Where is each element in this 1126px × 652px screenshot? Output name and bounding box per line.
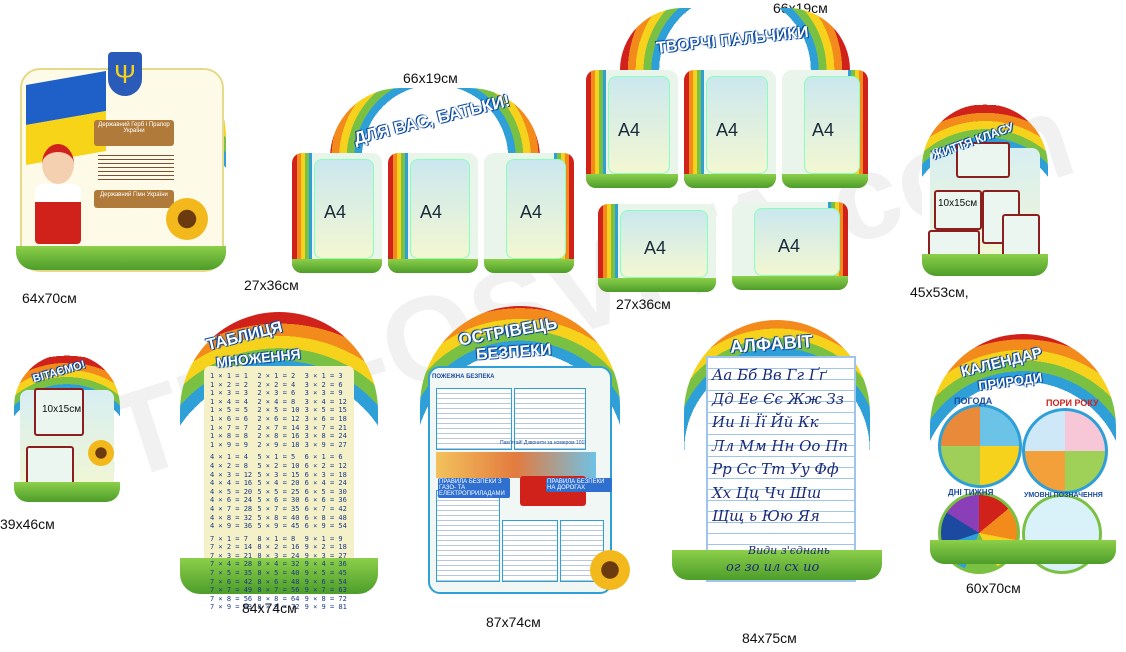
alphabet-row: Хх Цц Чч Шш	[712, 483, 822, 502]
fingers-pocket-3	[782, 70, 868, 188]
alphabet-row: Аа Бб Вв Гг Ґґ	[712, 366, 827, 384]
alphabet-letters: Аа Бб Вв Гг Ґґ Дд Ее Єє Жж Зз Ии Іі Її Й…	[712, 364, 852, 529]
class-life-stand	[922, 104, 1048, 276]
fingers-pocket-1	[586, 70, 678, 188]
mult-block: 8 × 1 = 8 8 × 2 = 16 8 × 3 = 24 8 × 4 = …	[257, 534, 300, 612]
safety-fire-heading: ПОЖЕЖНА БЕЗПЕКА	[432, 374, 495, 380]
safety-phone-note: Пам'ятай! Дзвонити за номером 101!	[500, 440, 586, 446]
coat-of-arms-stand: Ψ Державний Герб і Прапор України Держав…	[16, 48, 226, 276]
mult-block: 4 × 1 = 4 4 × 2 = 8 4 × 3 = 12 4 × 4 = 1…	[210, 453, 253, 531]
multiplication-stand	[180, 312, 378, 594]
mult-block: 5 × 1 = 5 5 × 2 = 10 5 × 3 = 15 5 × 4 = …	[257, 453, 300, 531]
alphabet-joins: ог зо ил сх ио	[726, 560, 820, 575]
mult-block: 2 × 1 = 2 2 × 2 = 4 2 × 3 = 6 2 × 4 = 8 …	[257, 372, 300, 449]
alphabet-row: Дд Ее Єє Жж Зз	[712, 389, 844, 408]
calendar-week-label: ДНІ ТИЖНЯ	[948, 488, 994, 497]
mult-block: 6 × 1 = 6 6 × 2 = 12 6 × 3 = 18 6 × 4 = …	[304, 453, 347, 531]
size-label-multiplication: 84х74см	[242, 600, 297, 616]
seasons-wheel	[1022, 408, 1108, 494]
parents-arch	[330, 88, 540, 158]
small-pocket-label: 10х15см	[938, 198, 978, 209]
size-label-safety: 87х74см	[486, 614, 541, 630]
pocket-label: А4	[520, 202, 543, 222]
fingers-pocket-4	[598, 204, 716, 292]
small-pocket-label: 10х15см	[42, 404, 82, 415]
size-label-calendar: 60х70см	[966, 580, 1021, 596]
size-label-alphabet: 84х75см	[742, 630, 797, 646]
alphabet-row: Ии Іі Її Йй Кк	[712, 413, 819, 431]
size-label-parents-arch: 66х19см	[403, 70, 458, 86]
calendar-seasons-label: ПОРИ РОКУ	[1046, 398, 1099, 408]
calendar-weather-label: ПОГОДА	[954, 396, 993, 406]
alphabet-joins-label: Види з'єднань	[748, 544, 830, 557]
plaque-coat-flag: Державний Герб і Прапор України	[94, 120, 174, 146]
parents-pocket-2	[388, 153, 478, 273]
mult-block: 3 × 1 = 3 3 × 2 = 6 3 × 3 = 9 3 × 4 = 12…	[304, 372, 347, 449]
size-label-coat: 64х70см	[22, 290, 77, 306]
girl-illustration	[30, 144, 86, 254]
mult-block: 1 × 1 = 1 1 × 2 = 2 1 × 3 = 3 1 × 4 = 4 …	[210, 372, 248, 449]
safety-electric-heading: ПРАВИЛА БЕЗПЕКИ З ГАЗО- ТА ЕЛЕКТРОПРИЛАД…	[438, 478, 510, 498]
fingers-arch	[620, 8, 850, 70]
pocket-label: А4	[324, 202, 347, 222]
parents-pocket-3	[484, 153, 574, 273]
mult-block: 7 × 1 = 7 7 × 2 = 14 7 × 3 = 21 7 × 4 = …	[210, 534, 253, 612]
alphabet-row: Щщ ь Юю Яя	[712, 507, 820, 525]
pocket-label: А4	[778, 236, 801, 256]
pocket-label: А4	[618, 120, 641, 140]
welcome-stand	[14, 354, 120, 504]
mult-block: 9 × 1 = 9 9 × 2 = 18 9 × 3 = 27 9 × 4 = …	[304, 534, 347, 612]
calendar-symbols-label: УМОВНІ ПОЗНАЧЕННЯ	[1024, 492, 1103, 499]
size-label-class-life: 45х53см,	[910, 284, 969, 300]
safety-roads-heading: ПРАВИЛА БЕЗПЕКИ НА ДОРОГАХ	[546, 478, 612, 492]
size-label-parents-pockets: 27х36см	[244, 277, 299, 293]
weather-wheel	[938, 404, 1022, 488]
fingers-pocket-5	[732, 202, 848, 290]
parents-pocket-1	[292, 153, 382, 273]
pocket-label: А4	[420, 202, 443, 222]
alphabet-stand	[672, 320, 882, 582]
calendar-stand	[930, 334, 1116, 574]
pocket-label: А4	[644, 238, 667, 258]
multiplication-grid: 1 × 1 = 1 1 × 2 = 2 1 × 3 = 3 1 × 4 = 4 …	[210, 372, 348, 611]
alphabet-row: Лл Мм Нн Оо Пп	[712, 436, 848, 455]
pocket-label: А4	[812, 120, 835, 140]
trident-icon: Ψ	[108, 52, 142, 96]
pocket-label: А4	[716, 120, 739, 140]
size-label-welcome: 39х46см	[0, 516, 55, 532]
alphabet-row: Рр Сс Тт Уу Фф	[712, 460, 839, 478]
size-label-fingers-pockets: 27х36см	[616, 296, 671, 312]
fingers-pocket-2	[684, 70, 776, 188]
plaque-anthem: Державний Гімн України	[94, 190, 174, 208]
